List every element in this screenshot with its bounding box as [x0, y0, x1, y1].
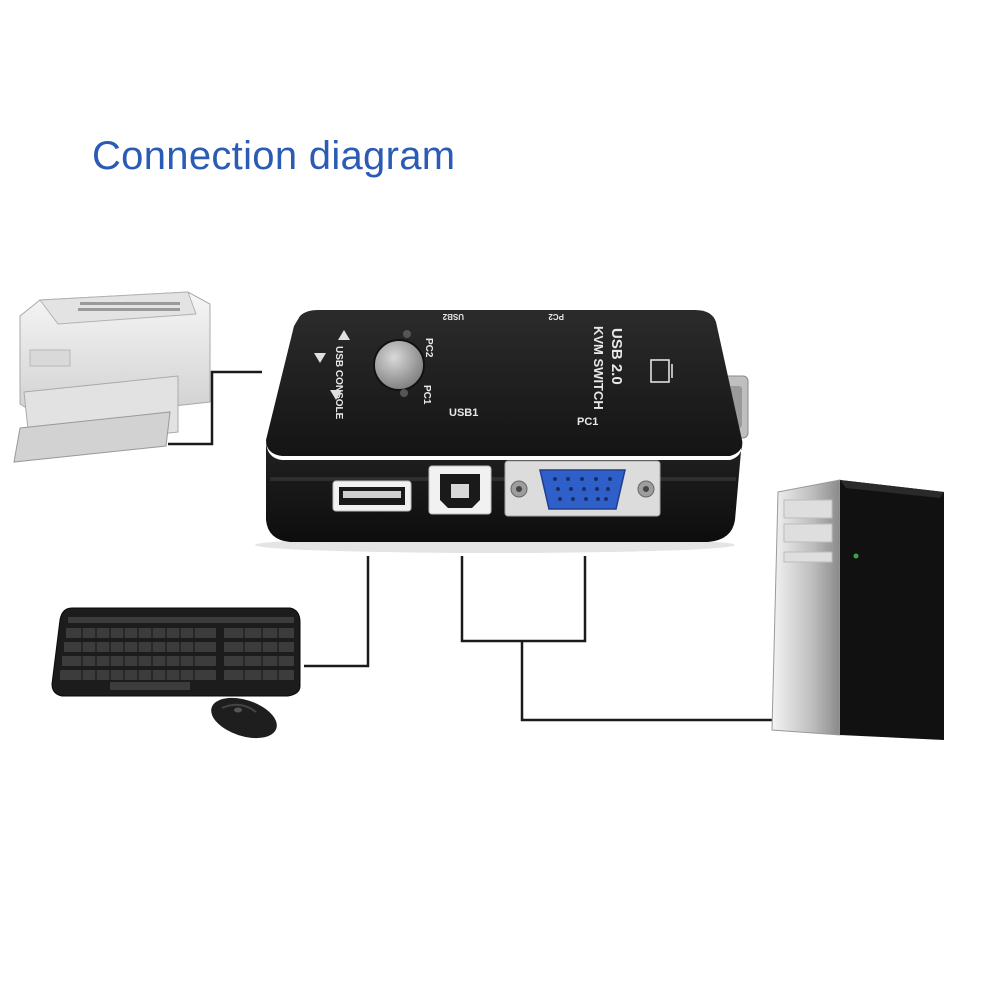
led-pc2-icon	[403, 330, 411, 338]
label-brand-kvm: KVM SWITCH	[591, 326, 606, 410]
label-usb-console: USB CONSOLE	[333, 346, 344, 420]
wire-computer	[520, 641, 772, 722]
label-pc2: PC2	[423, 338, 434, 358]
label-usb1: USB1	[449, 407, 478, 419]
arrow-down-icon	[330, 390, 342, 400]
usb-console-port[interactable]	[332, 480, 412, 512]
page-title: Connection diagram	[92, 134, 456, 178]
power-led-icon	[853, 553, 859, 559]
wire-usb1-pc1	[460, 556, 587, 643]
label-brand-usb: USB 2.0	[608, 328, 625, 385]
label-pc1-top: PC1	[421, 385, 432, 405]
usb-b-port[interactable]	[428, 465, 492, 515]
wire-keyboard	[304, 556, 370, 668]
mouse-icon	[211, 697, 277, 739]
keyboard-icon	[51, 607, 301, 697]
pc-select-button[interactable]	[373, 339, 425, 391]
desktop-tower-icon	[771, 479, 944, 740]
arrow-down-icon	[314, 353, 326, 363]
monitor-icon	[650, 359, 673, 383]
led-pc1-icon	[400, 389, 408, 397]
label-rear-usb2: USB2	[442, 312, 464, 321]
connection-wires	[168, 370, 772, 722]
wire-printer	[168, 370, 262, 446]
label-pc1: PC1	[577, 416, 598, 428]
arrow-up-icon	[338, 330, 350, 340]
printer-icon	[13, 291, 211, 463]
label-rear-pc2: PC2	[548, 312, 564, 321]
vga-port[interactable]	[504, 460, 661, 517]
kvm-switch: PC2 PC1 USB CONSOLE USB 2.0 KVM SWITCH U…	[255, 310, 749, 553]
